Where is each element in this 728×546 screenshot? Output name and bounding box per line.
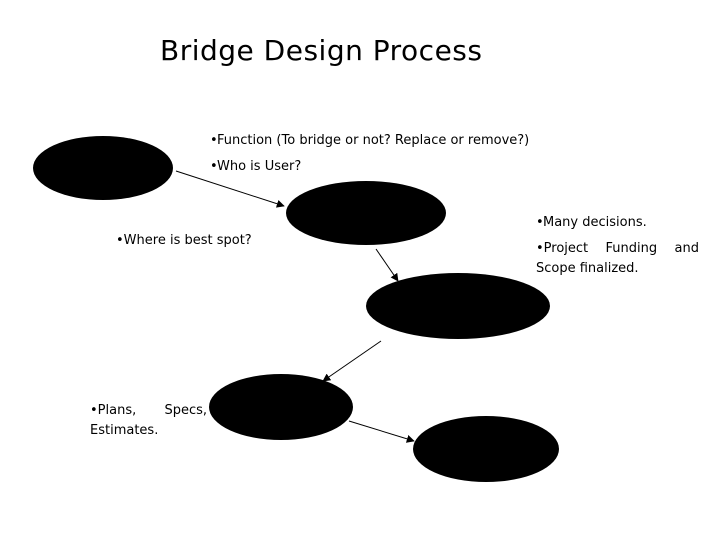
step-4-ellipse bbox=[209, 374, 353, 440]
step-1-ellipse bbox=[33, 136, 173, 200]
bullet-item: •Project Funding and Scope finalized. bbox=[536, 241, 699, 276]
plans-note: •Plans, Specs, Estimates. bbox=[90, 403, 207, 438]
many-decisions-note: Many decisions. bbox=[543, 215, 647, 230]
bullet-item: • Many decisions. bbox=[536, 213, 699, 233]
arrow-step3-to-step4 bbox=[322, 340, 382, 382]
user-note: Who is User? bbox=[217, 159, 302, 174]
arrow-step4-to-step5 bbox=[348, 420, 415, 443]
page-title: Bridge Design Process bbox=[160, 34, 483, 67]
funding-scope-note: Project Funding and Scope finalized. bbox=[536, 241, 699, 276]
step-5-ellipse bbox=[413, 416, 559, 482]
bullet-item: • Function (To bridge or not? Replace or… bbox=[210, 131, 570, 151]
step-2-ellipse bbox=[286, 181, 446, 245]
function-note: Function (To bridge or not? Replace or r… bbox=[217, 133, 530, 148]
plans-specs-estimates-note: Plans, Specs, Estimates. bbox=[90, 403, 207, 438]
step-3-ellipse bbox=[366, 273, 550, 339]
location-note: •Where is best spot? bbox=[116, 233, 252, 248]
decision-notes: • Many decisions. •Project Funding and S… bbox=[536, 213, 699, 279]
best-spot-note: Where is best spot? bbox=[123, 233, 252, 248]
bullet-item: • Who is User? bbox=[210, 157, 570, 177]
arrow-step1-to-step2 bbox=[175, 170, 285, 208]
function-notes: • Function (To bridge or not? Replace or… bbox=[210, 131, 570, 177]
arrow-step2-to-step3 bbox=[375, 248, 399, 282]
